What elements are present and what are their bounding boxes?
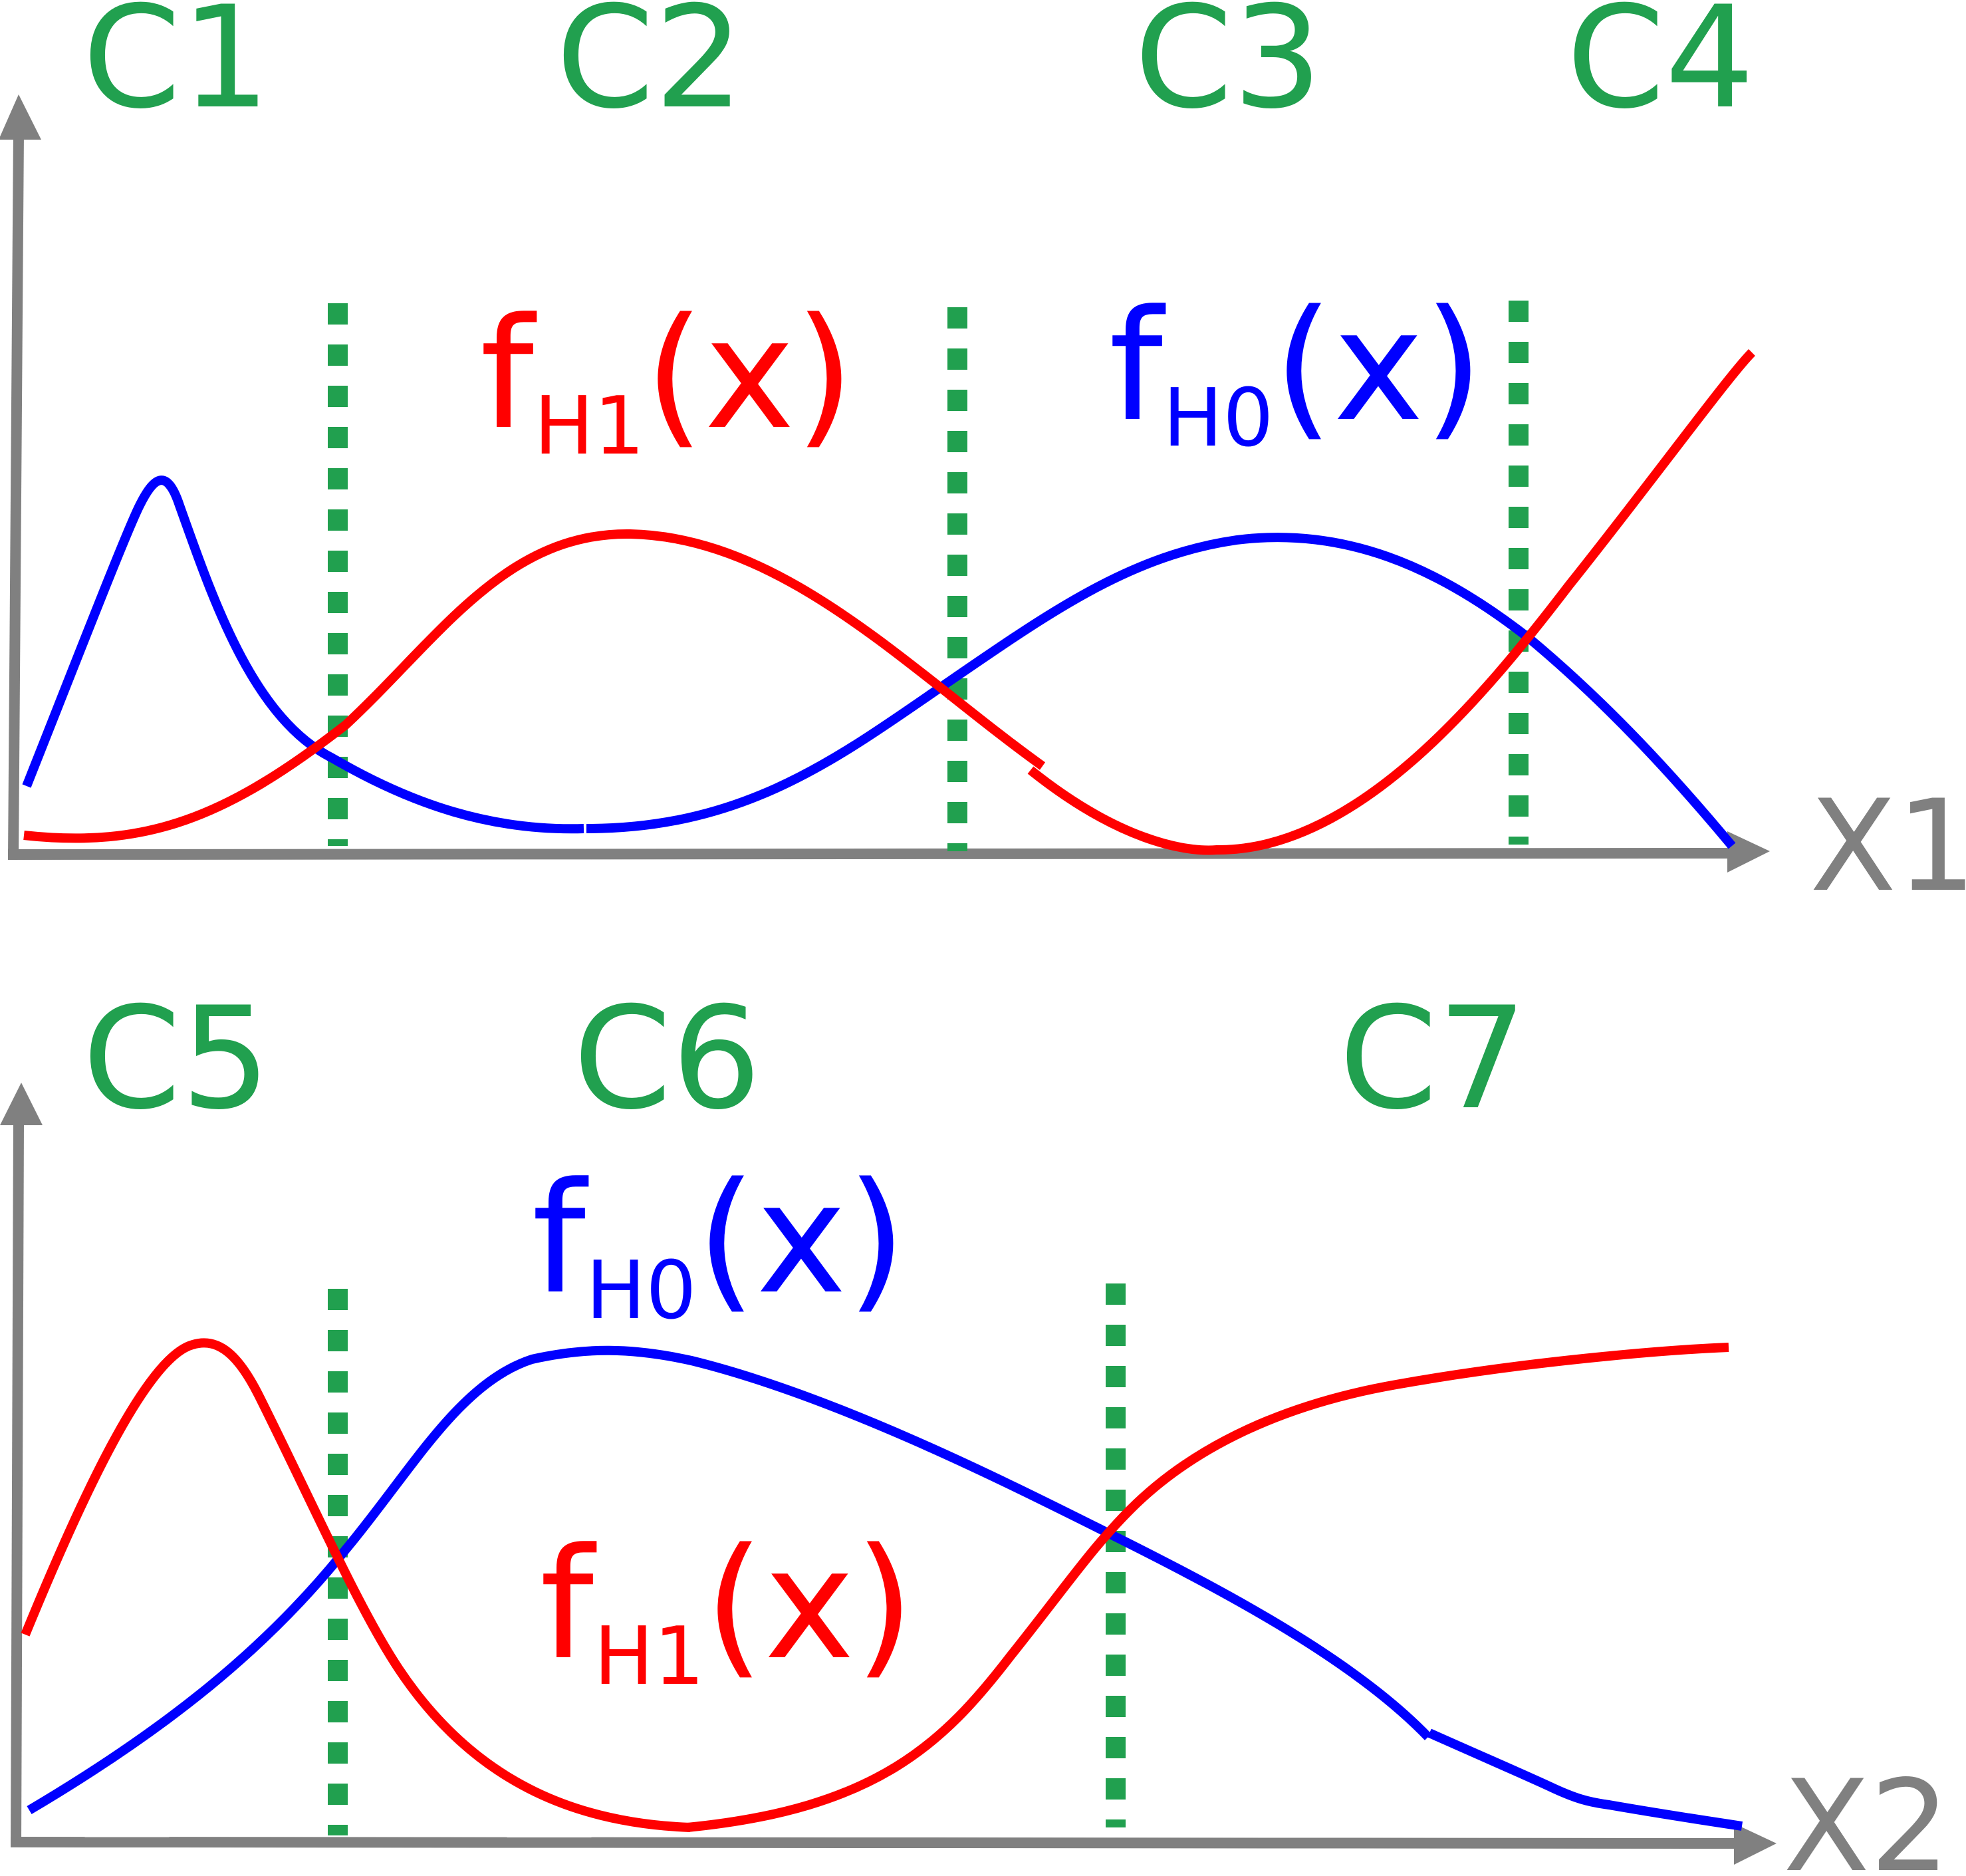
- top-region-label: C1: [82, 0, 271, 140]
- bottom-panel: X2 C5 C6 C7 fH0(x) fH1(x): [0, 976, 1950, 1876]
- bottom-y-axis: [11, 1123, 24, 1846]
- bottom-y-axis-arrow: [0, 1083, 43, 1125]
- top-h1-curve: [23, 529, 1046, 843]
- bottom-h1-curve: [687, 1343, 1729, 1832]
- top-axis-label: X1: [1810, 773, 1966, 920]
- top-panel: X1 C1 C2 C3 C4 fH1(x) fH0(x): [0, 0, 1966, 920]
- bottom-axis-label: X2: [1783, 1753, 1950, 1876]
- bottom-h0-label: fH0(x): [532, 1150, 906, 1337]
- bottom-h0-curve: [27, 1345, 1432, 1815]
- bottom-x-axis-arrow: [1734, 1823, 1777, 1865]
- top-h1-label: fH1(x): [480, 286, 854, 473]
- top-region-label: C3: [1134, 0, 1322, 140]
- bottom-region-label: C7: [1339, 976, 1527, 1140]
- bottom-h1-label: fH1(x): [540, 1516, 914, 1703]
- bottom-h0-curve: [1427, 1728, 1743, 1831]
- top-h1-curve: [1027, 349, 1755, 855]
- bottom-region-label: C6: [573, 976, 761, 1140]
- bottom-region-label: C5: [82, 976, 271, 1140]
- top-h0-curve: [22, 475, 584, 834]
- top-x-axis-arrow: [1727, 831, 1770, 872]
- top-h0-label: fH0(x): [1109, 278, 1483, 465]
- top-h0-curve: [586, 533, 1736, 849]
- top-y-axis-arrow: [0, 94, 41, 140]
- top-region-label: C4: [1566, 0, 1755, 140]
- bottom-h1-curve: [21, 1338, 691, 1832]
- bottom-x-axis: [10, 1837, 1743, 1849]
- top-y-axis: [8, 132, 24, 859]
- top-x-axis: [7, 848, 1736, 860]
- top-region-label: C2: [556, 0, 744, 140]
